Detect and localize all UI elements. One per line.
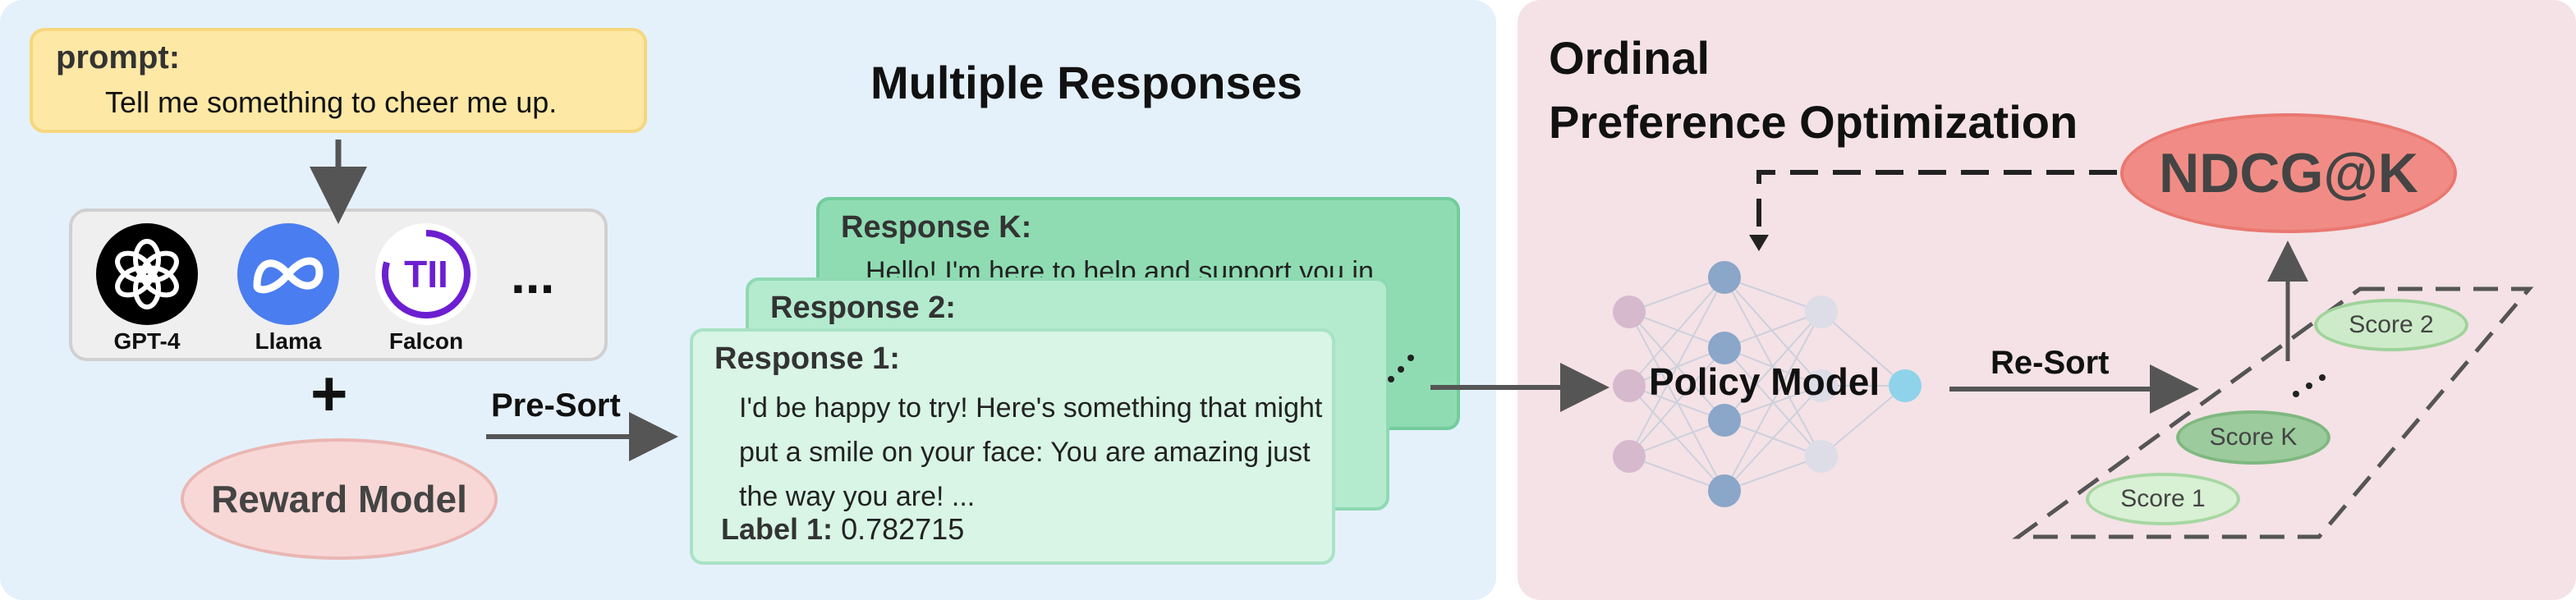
response-title: Response 1:: [714, 341, 900, 376]
opo-title-line2: Preference Optimization: [1549, 96, 2078, 148]
response-title: Response 2:: [770, 291, 956, 325]
reward-model: Reward Model: [181, 438, 498, 560]
tii-logo-text: TII: [404, 253, 448, 295]
nn-nodes: [1613, 261, 1922, 507]
policy-model-label: Policy Model: [1649, 360, 1880, 403]
tii-logo-icon: TII: [375, 223, 477, 325]
models-box: GPT-4 Llama TII Falcon ...: [69, 208, 608, 361]
score-ellipsis-dots: [2293, 374, 2326, 397]
model-label: Falcon: [388, 328, 464, 354]
model-gpt4: GPT-4: [94, 223, 200, 355]
resort-label: Re-Sort: [1991, 345, 2110, 381]
score-2: Score 2: [2314, 299, 2468, 351]
label-name: Label 1:: [721, 512, 833, 546]
card-ellipsis-dots: [1388, 355, 1414, 382]
more-models-ellipsis: ...: [511, 245, 555, 305]
opo-title: Ordinal Preference Optimization: [1549, 26, 2078, 154]
prompt-title: prompt:: [56, 39, 181, 76]
opo-title-line1: Ordinal: [1549, 32, 1710, 84]
openai-logo-icon: [96, 223, 198, 325]
ndcg-feedback-line: [1756, 170, 2117, 243]
model-label: Llama: [255, 328, 322, 354]
prompt-box: prompt: Tell me something to cheer me up…: [30, 28, 647, 133]
label-value: 0.782715: [841, 512, 965, 546]
presort-label: Pre-Sort: [491, 387, 621, 424]
nn-edges: [1628, 277, 1906, 492]
meta-logo-icon: [237, 223, 339, 325]
multiple-responses-title: Multiple Responses: [870, 57, 1302, 108]
model-label: GPT-4: [113, 328, 181, 354]
ndcg-feedback-arrowhead: [1749, 235, 1769, 251]
score-1: Score 1: [2086, 473, 2240, 525]
response-title: Response K:: [841, 210, 1032, 245]
response-text: I'd be happy to try! Here's something th…: [739, 392, 1323, 512]
ranking-plane: [2012, 286, 2534, 539]
prompt-text: Tell me something to cheer me up.: [105, 85, 558, 119]
model-llama: Llama: [235, 223, 342, 355]
response-label: Label 1: 0.782715: [721, 512, 964, 547]
plus-sign: +: [310, 357, 348, 429]
ndcg-metric: NDCG@K: [2120, 113, 2457, 233]
model-falcon: TII Falcon: [373, 223, 480, 355]
response-card-1: Response 1: I'd be happy to try! Here's …: [690, 328, 1335, 565]
score-k: Score K: [2176, 410, 2330, 465]
